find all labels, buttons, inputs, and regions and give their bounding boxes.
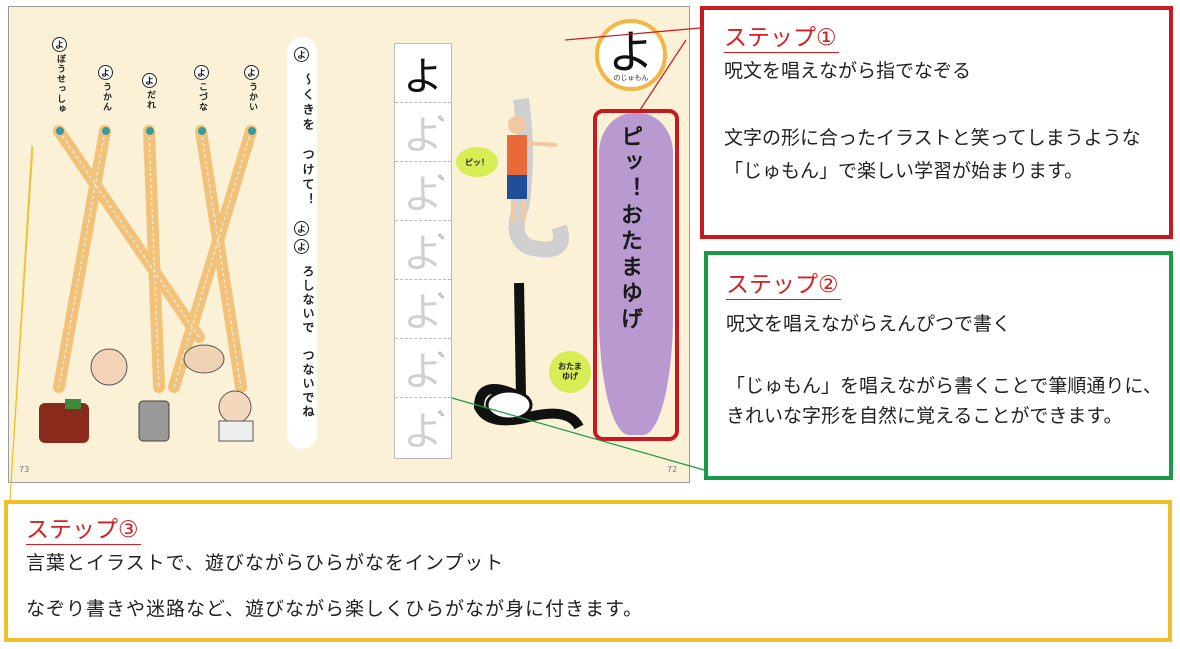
step1-callout: ステップ① 呪文を唱えながら指でなぞる 文字の形に合ったイラストと笑ってしまうよ…	[700, 6, 1173, 239]
maze-start-circle: よ	[244, 65, 259, 80]
phrase-char-circle: よ	[294, 221, 309, 236]
pencil-icon: ✎	[437, 233, 445, 243]
maze-label: うかん	[101, 82, 111, 112]
step2-lead: 呪文を唱えながらえんぴつで書く	[726, 313, 1012, 335]
maze-dot	[146, 127, 154, 135]
jumon-text: ピッ！おたまゆげ	[617, 125, 642, 333]
trace-cell: よ✎	[395, 162, 451, 221]
maze-label: ぼうせっしゅ	[55, 54, 65, 114]
page-number-right: 72	[667, 465, 678, 474]
trace-char: よ	[403, 349, 443, 395]
maze-illustrations	[39, 344, 254, 443]
maze-start-circle: よ	[98, 65, 113, 80]
pencil-icon: ✎	[437, 115, 445, 125]
step1-body: 文字の形に合ったイラストと笑ってしまうような「じゅもん」で楽しい学習が始まります…	[724, 127, 1141, 182]
step3-callout: ステップ③ 言葉とイラストで、遊びながらひらがなをインプット なぞり書きや迷路な…	[4, 500, 1172, 642]
trace-char: よ	[403, 231, 443, 277]
trace-cell: よ✎	[395, 339, 451, 398]
step1-lead: 呪文を唱えながら指でなぞる	[724, 60, 972, 82]
phrase-char-circle: よ	[294, 239, 309, 254]
phrase-char-circle: よ	[294, 47, 309, 62]
speech-bubble: ピッ！	[456, 147, 498, 177]
page-number-left: 73	[19, 465, 30, 474]
trace-cell: よ✎	[395, 280, 451, 339]
maze-label: こづな	[197, 82, 207, 112]
step3-lead: 言葉とイラストで、遊びながらひらがなをインプット	[26, 552, 505, 574]
maze-label: だれ	[145, 90, 155, 110]
maze-dot	[198, 127, 206, 135]
step2-callout: ステップ② 呪文を唱えながらえんぴつで書く 「じゅもん」を唱えながら書くことで筆…	[704, 251, 1173, 480]
featured-character-caption: のじゅもん	[613, 74, 649, 82]
step3-body: なぞり書きや迷路など、遊びながら楽しくひらがなが身に付きます。	[26, 598, 644, 620]
book-spread: よ ぼうせっしゅ よ うかん よ だれ よ こづな よ うかい よ 〜くきを つ…	[8, 6, 690, 483]
jumon-highlight-frame	[593, 109, 679, 441]
pencil-icon: ✎	[437, 292, 445, 302]
trace-cell: よ✎	[395, 221, 451, 280]
step2-title: ステップ②	[726, 272, 841, 300]
maze-dot	[102, 127, 110, 135]
maze-start-circle: よ	[194, 65, 209, 80]
step1-title: ステップ①	[724, 25, 839, 53]
trace-char: よ	[403, 172, 443, 218]
step3-title: ステップ③	[26, 517, 141, 545]
trace-cell: よ✎	[395, 398, 451, 457]
maze-instruction: よ 〜くきを つけて！ よ よ ろしないで つないでね	[287, 37, 317, 449]
tracing-column: よ よ✎ よ✎ よ✎ よ✎ よ✎ よ✎	[394, 43, 452, 459]
trace-cell: よ✎	[395, 103, 451, 162]
trace-char: よ	[403, 290, 443, 336]
maze-dot	[248, 127, 256, 135]
jumon-banner: ピッ！おたまゆげ	[599, 113, 673, 435]
maze-dot	[56, 127, 64, 135]
character-illustration	[473, 97, 584, 430]
step2-body: 「じゅもん」を唱えながら書くことで筆順通りに、きれいな字形を自然に覚えることがで…	[726, 375, 1162, 427]
speech-bubble: おたまゆげ	[549, 351, 591, 393]
pencil-icon: ✎	[437, 351, 445, 361]
phrase-text: 〜くきを つけて！	[301, 73, 315, 208]
pencil-icon: ✎	[437, 410, 445, 420]
maze-start-circle: よ	[142, 73, 157, 88]
trace-char: よ	[403, 408, 443, 455]
featured-character: よ のじゅもん	[595, 19, 667, 91]
maze-path	[53, 125, 205, 343]
maze-label: うかい	[247, 82, 257, 112]
trace-cell: よ	[395, 44, 451, 103]
phrase-text: ろしないで つないでね	[301, 265, 315, 419]
trace-char: よ	[403, 113, 443, 159]
maze-start-circle: よ	[52, 37, 67, 52]
pencil-icon: ✎	[437, 174, 445, 184]
